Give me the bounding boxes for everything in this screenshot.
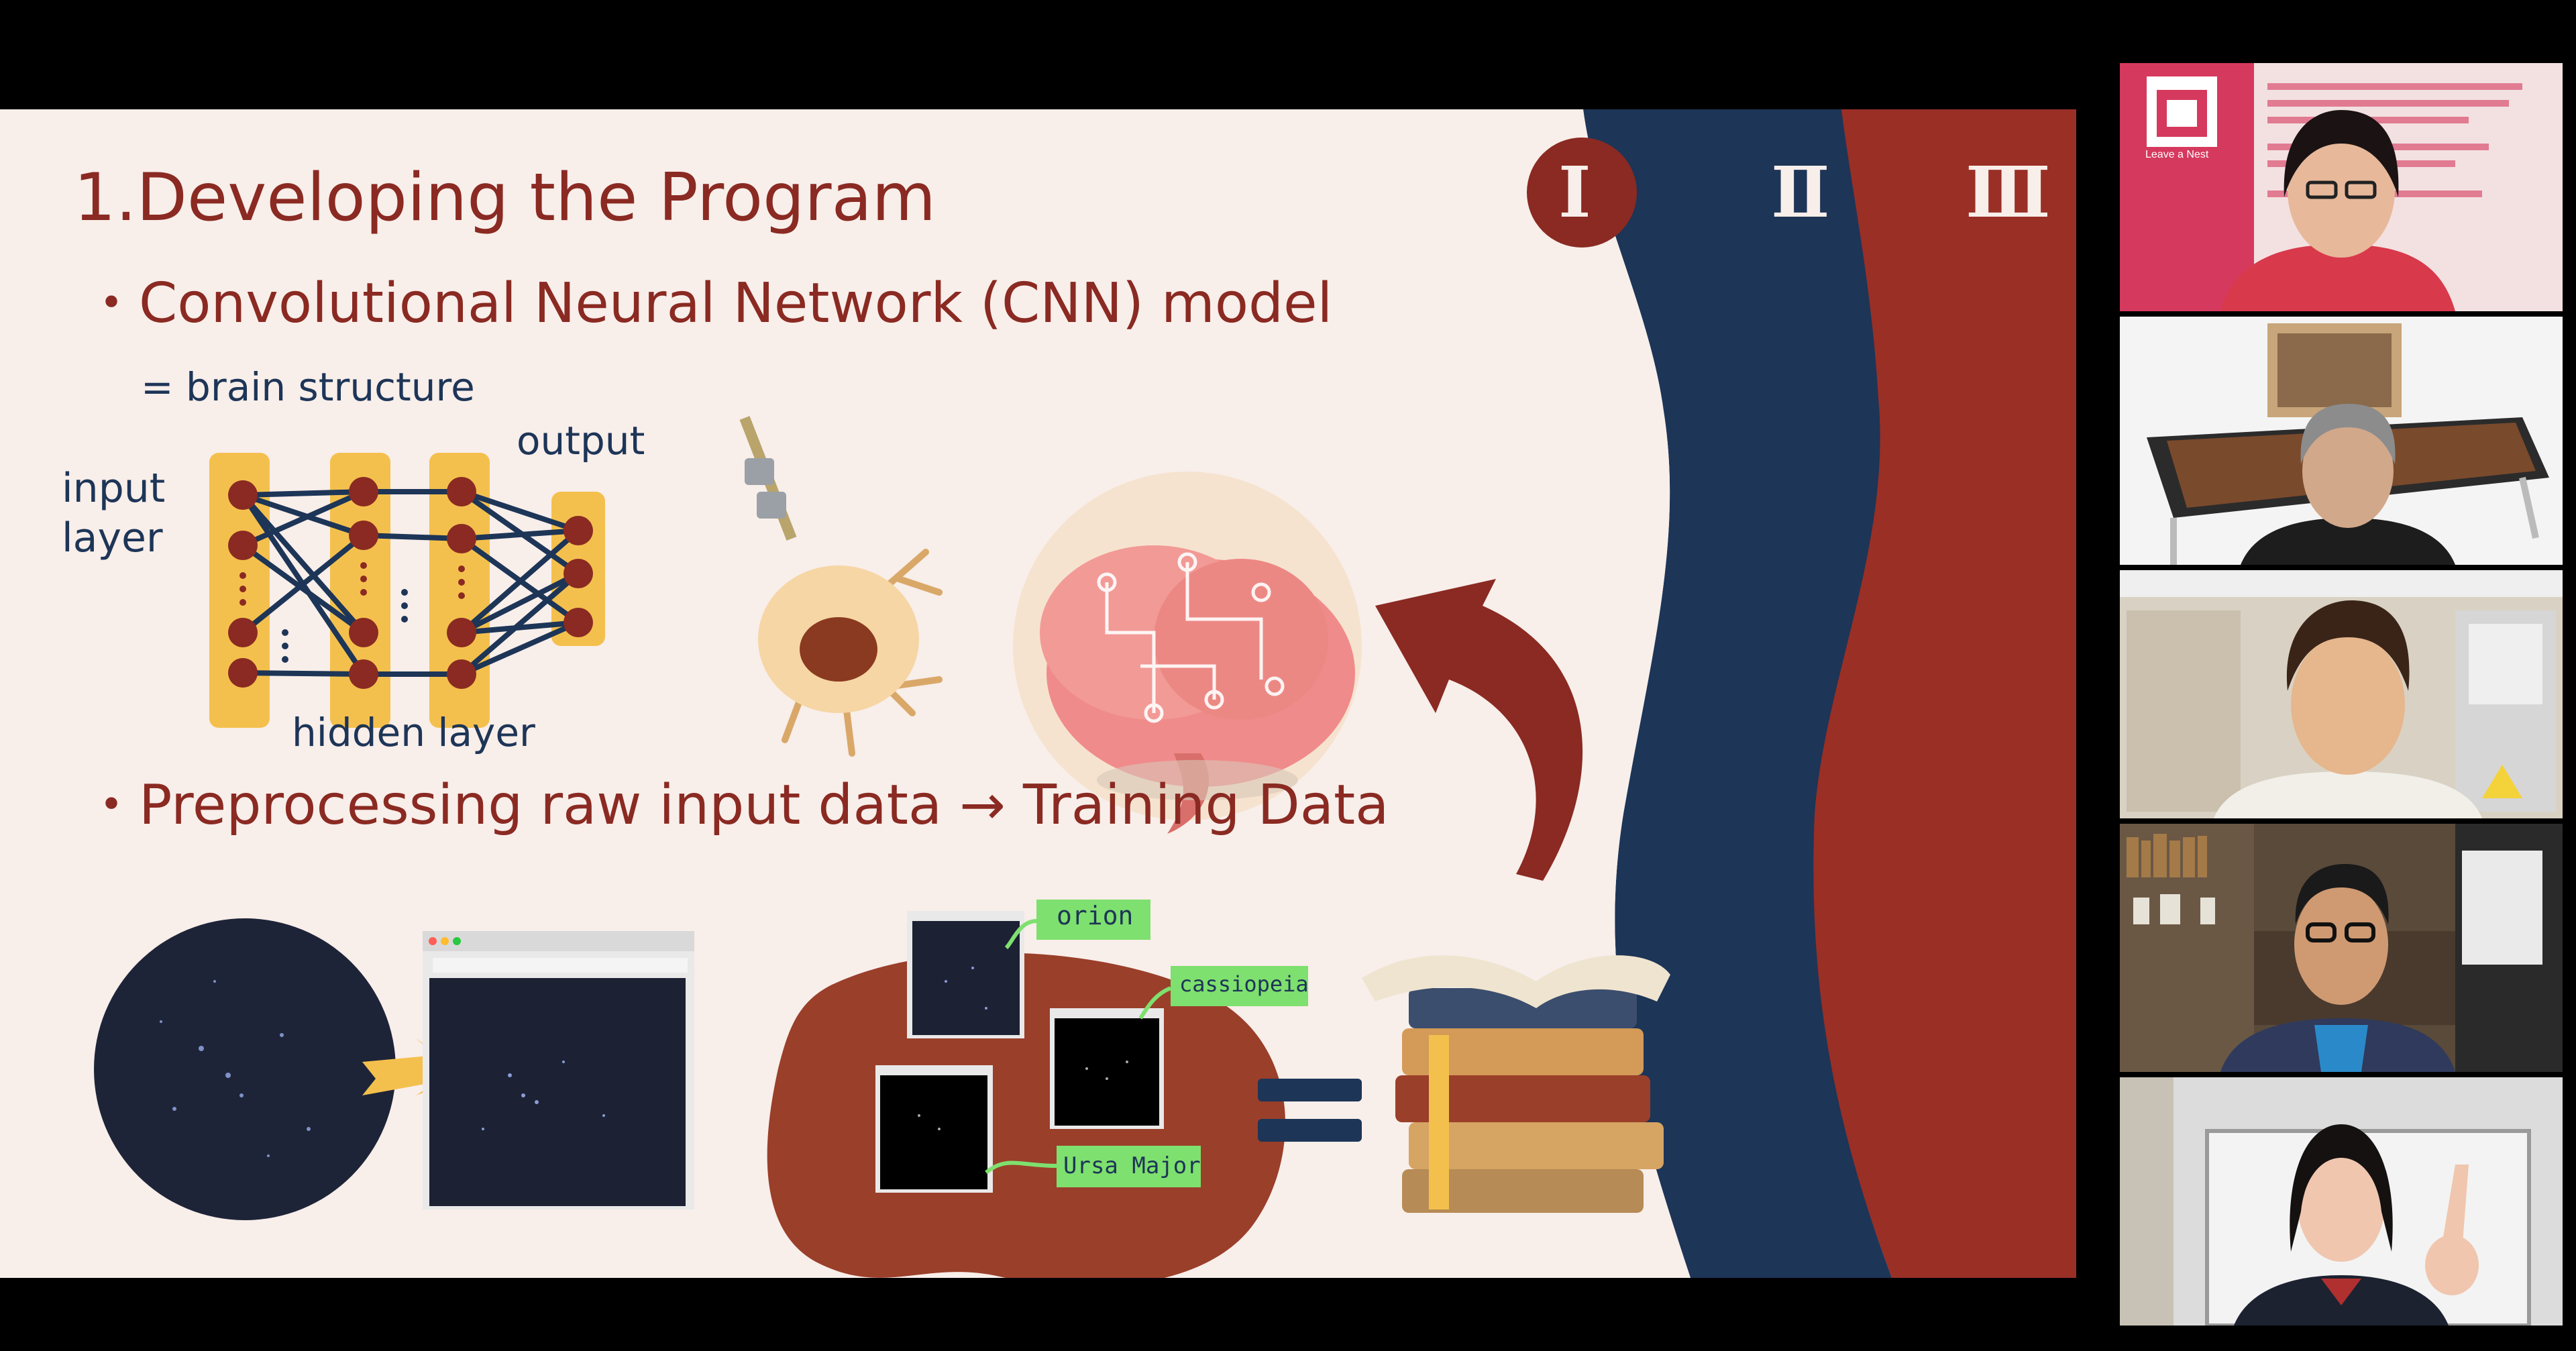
section-marker-2[interactable]: Ⅱ — [1771, 151, 1830, 233]
subtext-brain-structure: = brain structure — [141, 364, 475, 410]
participant-1-banner-logo-text: Leave a Nest — [2145, 149, 2209, 160]
nn-input-label-line2: layer — [62, 515, 163, 561]
processed-star-window — [423, 931, 694, 1209]
participant-gallery: Leave a Nest — [2120, 63, 2563, 1326]
constellation-panel-ursa — [875, 1065, 993, 1193]
tag-ursa-bg — [1057, 1146, 1201, 1187]
section-marker-1[interactable]: Ⅰ — [1558, 151, 1591, 233]
participant-video-1[interactable]: Leave a Nest — [2120, 63, 2563, 311]
neuron-illustration — [739, 416, 943, 757]
neural-network-diagram — [209, 453, 605, 728]
participant-video-2[interactable] — [2120, 317, 2563, 565]
tag-orion-bg — [1036, 900, 1150, 940]
constellation-panel-cassiopeia — [1050, 1008, 1164, 1129]
equals-bar-top — [1258, 1079, 1362, 1101]
bullet-preprocessing: ・Preprocessing raw input data → Training… — [84, 773, 1389, 837]
raw-star-photo — [94, 918, 396, 1220]
books-illustration — [1362, 955, 1670, 1213]
participant-video-3[interactable] — [2120, 570, 2563, 818]
participant-video-4[interactable] — [2120, 824, 2563, 1072]
participant-2-video-frame — [2120, 317, 2563, 565]
nn-input-label: input layer — [62, 464, 165, 563]
participant-3-video-frame — [2120, 570, 2563, 818]
section-marker-3[interactable]: Ⅲ — [1966, 151, 2051, 233]
cream-wave-edge — [1556, 109, 1690, 1278]
tag-cassiopeia-bg — [1171, 966, 1308, 1006]
equals-bar-bottom — [1258, 1119, 1362, 1142]
brain-illustration — [1013, 472, 1362, 834]
slide-title: 1.Developing the Program — [74, 160, 936, 236]
slide-graphics — [94, 109, 2076, 1278]
tag-cassiopeia: cassiopeia — [1179, 971, 1309, 997]
tag-orion: orion — [1057, 901, 1134, 930]
shared-slide: 1.Developing the Program ・Convolutional … — [0, 109, 2076, 1278]
participant-5-video-frame — [2120, 1077, 2563, 1326]
section-badge-1 — [1527, 138, 1637, 248]
nn-hidden-label: hidden layer — [292, 710, 535, 755]
nn-output-label: output — [517, 418, 645, 464]
participant-video-5[interactable] — [2120, 1077, 2563, 1326]
curved-arrow — [1375, 579, 1583, 881]
constellation-panel-orion — [907, 911, 1024, 1038]
participant-1-video-frame — [2120, 63, 2563, 311]
participant-4-video-frame — [2120, 824, 2563, 1072]
nn-input-label-line1: input — [62, 465, 166, 512]
tag-ursa-major: Ursa Major — [1063, 1152, 1201, 1179]
bullet-cnn: ・Convolutional Neural Network (CNN) mode… — [84, 272, 1333, 335]
